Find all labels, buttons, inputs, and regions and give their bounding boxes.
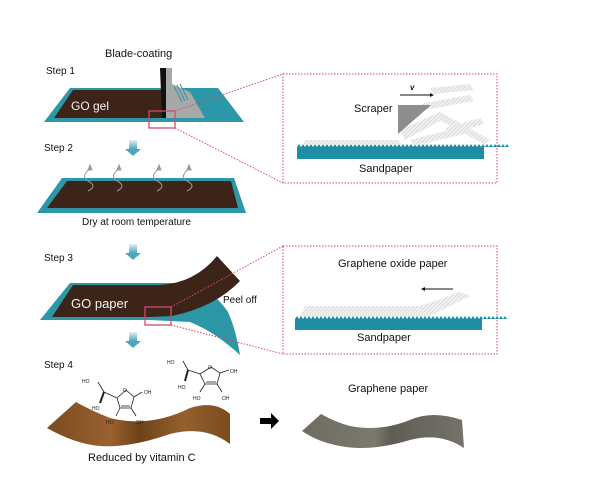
step1-label: Step 1	[46, 66, 75, 77]
step-arrow-2-3	[125, 244, 141, 260]
peel-off-label: Peel off	[223, 295, 257, 306]
zoom-line-1a	[174, 73, 284, 112]
chem-label: HO	[193, 396, 201, 402]
vapor-arrows-icon	[84, 163, 193, 192]
scraper-icon	[398, 105, 431, 134]
chem-label: HO	[82, 379, 90, 385]
scraper-label: Scraper	[354, 103, 393, 115]
chem-label: HO	[167, 360, 175, 366]
inset-1-frame	[282, 73, 498, 184]
rgo-sheet-brown	[47, 402, 230, 447]
step2-substrate	[37, 178, 246, 213]
step1-title: Blade-coating	[105, 48, 173, 60]
chem-label: OH	[230, 369, 238, 375]
go-paper-label: GO paper	[71, 296, 129, 311]
inset-1-go-sheets	[302, 84, 490, 146]
inset-2-sandpaper-label: Sandpaper	[357, 332, 411, 344]
chem-label: OH	[144, 390, 152, 396]
step-arrow-3-4	[125, 332, 141, 348]
chem-label: OH	[136, 420, 144, 426]
chem-label: O	[208, 365, 212, 371]
zoom-line-2a	[170, 245, 284, 308]
vitamin-c-labels: HO HO O OH HO OH HO HO O OH HO OH	[82, 360, 238, 426]
chem-label: OH	[222, 396, 230, 402]
inset-1-sandpaper-label: Sandpaper	[359, 163, 413, 175]
step4-caption: Reduced by vitamin C	[88, 452, 196, 464]
step4-label: Step 4	[44, 360, 73, 371]
step2-caption: Dry at room temperature	[82, 217, 191, 228]
velocity-label: v	[410, 83, 415, 92]
vitamin-c-molecule-1	[97, 381, 143, 417]
chem-label: HO	[178, 385, 186, 391]
transform-arrow-icon	[260, 413, 279, 429]
inset-1-sandpaper	[297, 144, 509, 159]
inset-2-title: Graphene oxide paper	[338, 258, 448, 270]
inset-2-sandpaper	[295, 316, 507, 330]
inset-2-frame	[282, 245, 498, 355]
inset-2-go-paper	[300, 292, 470, 316]
velocity-arrow	[400, 93, 434, 97]
blade-coater-icon	[160, 68, 205, 118]
go-paper-peeling	[52, 256, 240, 317]
chem-label: HO	[92, 406, 100, 412]
zoom-line-1b	[174, 127, 284, 184]
step3-label: Step 3	[44, 253, 73, 264]
peel-direction-arrow	[421, 287, 453, 291]
graphene-paper-label: Graphene paper	[348, 383, 429, 395]
go-gel-label: GO gel	[71, 99, 110, 113]
vitamin-c-molecule-2	[182, 360, 230, 393]
chem-label: HO	[106, 420, 114, 426]
step2-label: Step 2	[44, 143, 73, 154]
zoom-region-box-2	[144, 306, 172, 326]
graphene-paper-sheet	[302, 414, 464, 448]
zoom-line-2b	[170, 324, 284, 355]
zoom-region-box-1	[148, 110, 176, 129]
step-arrow-1-2	[125, 140, 141, 156]
chem-label: O	[123, 388, 127, 394]
